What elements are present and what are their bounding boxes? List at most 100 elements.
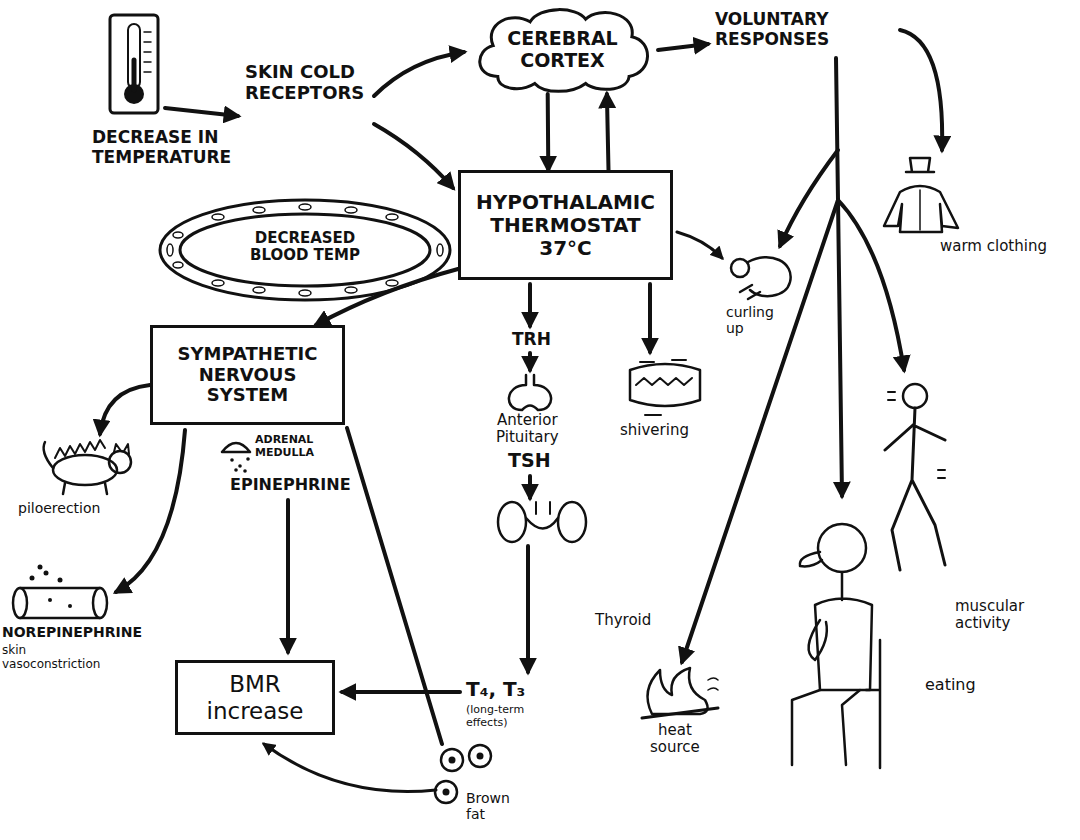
signal-arrow	[347, 428, 442, 744]
exercising-person-icon	[885, 384, 945, 570]
thyroid-icon	[498, 502, 526, 542]
blood-vessel-loop	[386, 280, 398, 286]
signal-arrow	[165, 108, 238, 116]
signal-arrow	[682, 200, 838, 662]
effect-label: piloerection	[18, 500, 100, 516]
connector-arrow	[316, 269, 458, 325]
pituitary-icon	[509, 375, 551, 410]
blood-vessel-loop	[299, 204, 311, 210]
exercising-person-icon	[885, 408, 945, 570]
brown-fat-cells	[435, 781, 457, 803]
adrenal-gland-icon	[238, 464, 242, 468]
blood-vessel-loop	[253, 287, 265, 293]
adrenal-gland-icon	[222, 443, 250, 473]
blood-vessel-icon	[20, 588, 100, 618]
receptor-label: SKIN COLD RECEPTORS	[245, 62, 364, 103]
signal-arrow	[528, 353, 532, 370]
signal-arrow	[677, 232, 722, 258]
pituitary-icon	[509, 375, 551, 410]
fire-icon	[708, 678, 718, 690]
hormone-label: TSH	[508, 450, 551, 472]
blood-vessel-icon	[13, 565, 107, 619]
brown-fat-cells	[443, 789, 450, 796]
hormone-label: NOREPINEPHRINE	[2, 624, 142, 640]
cat-icon	[44, 440, 131, 494]
thyroid-icon	[558, 502, 586, 542]
curled-person-icon	[731, 259, 749, 277]
thermometer-icon	[110, 15, 158, 113]
adrenal-gland-icon	[222, 443, 250, 452]
response-label: curling up	[726, 304, 774, 336]
thermometer-icon	[110, 15, 158, 113]
response-label: warm clothing	[940, 238, 1047, 255]
gland-label: ADRENAL MEDULLA	[255, 434, 314, 459]
node-text: HYPOTHALAMIC THERMOSTAT 37°C	[469, 191, 662, 260]
thermometer-icon	[144, 32, 151, 72]
blood-vessel-loop	[212, 280, 224, 286]
adrenal-gland-icon	[230, 458, 234, 462]
nervous-system-box: SYMPATHETIC NERVOUS SYSTEM	[150, 325, 345, 425]
blood-vessel-icon	[13, 588, 27, 618]
bmr-box: BMR increase	[175, 660, 335, 735]
blood-vessel-loop	[180, 214, 430, 286]
node-text: SYMPATHETIC NERVOUS SYSTEM	[161, 344, 334, 406]
eating-person-icon	[818, 524, 866, 572]
blood-vessel-icon	[30, 576, 35, 581]
thermostat-box: HYPOTHALAMIC THERMOSTAT 37°C	[458, 170, 673, 280]
warm-clothing-icon	[884, 158, 958, 232]
signal-arrow	[648, 284, 652, 352]
signal-arrow	[838, 200, 842, 496]
blood-vessel-icon	[93, 588, 107, 618]
signal-arrow	[374, 52, 464, 96]
eating-person-icon	[792, 690, 860, 765]
exercising-person-icon	[903, 384, 927, 408]
blood-vessel-loop	[345, 287, 357, 293]
blood-vessel-icon	[58, 578, 63, 583]
brown-fat-cells	[441, 749, 463, 771]
curled-person-icon	[740, 285, 760, 299]
blood-vessel-loop	[173, 232, 183, 238]
stimulus-label: DECREASED BLOOD TEMP	[240, 230, 370, 265]
signal-arrow	[374, 124, 453, 188]
stimulus-label: DECREASE IN TEMPERATURE	[92, 128, 282, 167]
gland-label: Thyroid	[595, 612, 651, 629]
signal-arrow	[658, 44, 708, 50]
cat-icon	[114, 444, 129, 454]
response-label: muscular activity	[955, 598, 1024, 633]
adrenal-gland-icon	[246, 457, 250, 461]
tissue-label: Brown fat	[466, 790, 510, 822]
thermometer-icon	[132, 60, 137, 90]
hormone-label: T₄, T₃	[466, 678, 525, 701]
response-label: shivering	[620, 422, 689, 439]
brown-fat-cells	[469, 745, 491, 767]
cat-icon	[55, 440, 105, 458]
adrenal-gland-icon	[243, 469, 247, 473]
signal-arrow	[286, 500, 290, 652]
effect-label: skin vasoconstriction	[2, 644, 100, 672]
node-text: CEREBRAL CORTEX	[502, 28, 623, 72]
warm-clothing-icon	[919, 190, 921, 230]
cat-icon	[109, 451, 131, 473]
blood-vessel-loop	[386, 214, 398, 220]
hormone-label: TRH	[512, 330, 551, 350]
signal-arrow	[264, 744, 436, 792]
blood-vessel-loop	[437, 244, 443, 256]
signal-arrow	[342, 690, 460, 694]
response-label: heat source	[650, 722, 700, 757]
signal-arrow	[528, 284, 532, 326]
blood-vessel-loop	[253, 207, 265, 213]
signal-arrow	[526, 546, 530, 672]
eating-person-icon	[800, 552, 822, 566]
curled-person-icon	[748, 257, 791, 296]
shivering-icon	[636, 378, 692, 385]
signal-arrow	[836, 58, 838, 200]
blood-vessel-icon	[68, 604, 72, 608]
shivering-icon	[640, 360, 686, 415]
blood-vessel-loop	[173, 262, 183, 268]
blood-vessel-icon	[48, 598, 52, 602]
response-heading: VOLUNTARY RESPONSES	[715, 10, 829, 49]
hormone-label: EPINEPHRINE	[230, 476, 351, 494]
signal-arrow	[100, 30, 942, 792]
brown-fat-cells	[449, 757, 456, 764]
cat-icon	[53, 455, 117, 485]
